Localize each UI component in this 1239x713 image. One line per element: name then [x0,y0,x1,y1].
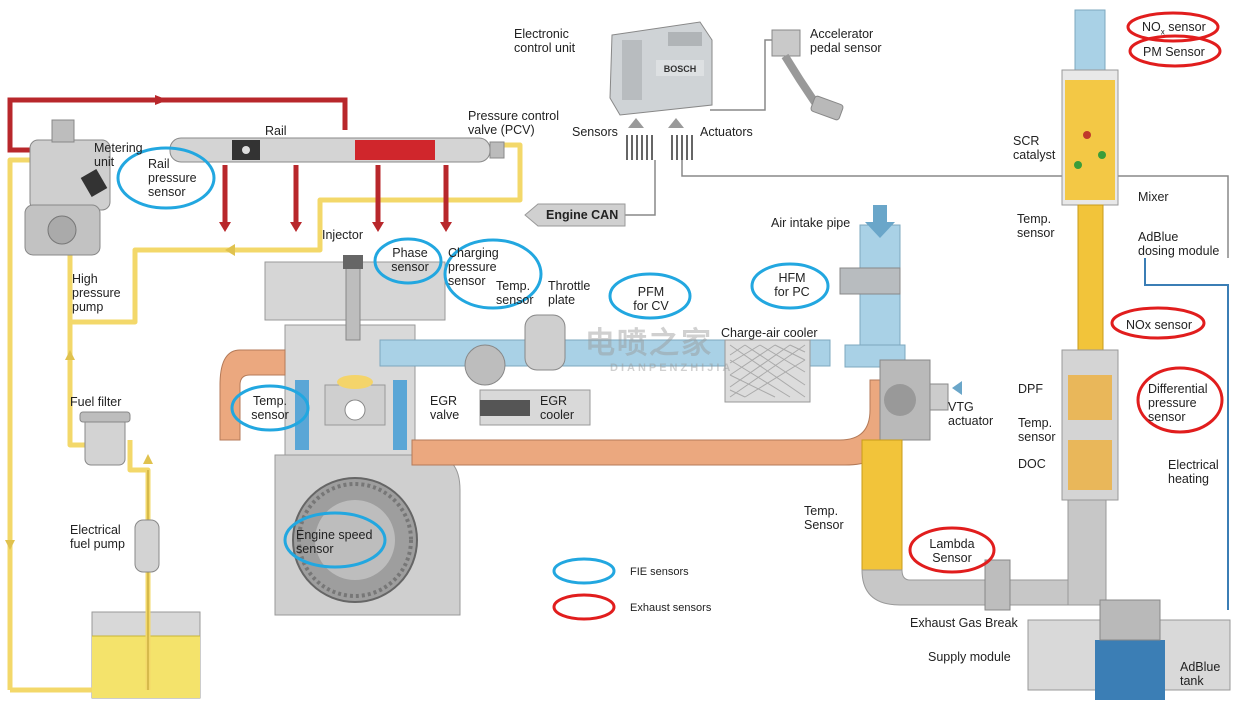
fie-circle-pfm [608,272,692,320]
can-wiring [625,39,1229,258]
label-vtg-actuator: VTG actuator [948,400,994,428]
label-temp-sensor-scr: Temp. sensor [1017,212,1055,240]
exhaust-circle-nox-top [1126,11,1220,43]
fie-circle-engine-speed [283,511,387,569]
label-high-pressure-pump: High pressure pump [72,272,121,314]
label-engine-speed-sensor: Engine speed sensor [296,528,373,556]
fie-circle-phase [373,237,443,285]
fie-circle-hfm [750,262,830,310]
exhaust-circle-differential [1136,366,1224,434]
fie-sensor-circles [116,146,830,569]
label-mixer: Mixer [1138,190,1169,204]
label-pfm: PFM for CV [633,285,669,313]
label-electrical-fuel-pump: Electrical fuel pump [70,523,125,551]
legend-fie-swatch [552,557,616,585]
watermark-en: DIANPENZHIJIA [610,362,734,374]
engine-can-arrow [524,203,626,227]
label-dpf: DPF [1018,382,1043,396]
adblue-tank-icon [1027,599,1231,700]
flow-arrows [155,95,452,232]
label-hfm: HFM for PC [774,271,810,299]
ecu-brand: BOSCH [664,64,697,74]
fuel-pump-icon [134,519,160,573]
exhaust-sensor-circles [908,11,1224,574]
label-injector: Injector [322,228,363,242]
ecu-connectors [626,118,693,160]
label-adblue-tank: AdBlue tank [1180,660,1221,688]
label-egr-cooler: EGR cooler [540,394,575,422]
turbocharger-icon [879,359,962,441]
label-rail-pressure-sensor: Rail pressure sensor [148,157,197,199]
bosch-ecu-icon: BOSCH [609,21,713,116]
label-temp-sensor-dpf: Temp. sensor [1018,416,1056,444]
exhaust-circle-nox-mid [1110,306,1206,340]
label-sensors: Sensors [572,125,618,139]
exhaust-downpipe [861,439,1107,611]
watermark-logo: 电喷之家 [585,318,713,362]
label-metering-unit: Metering unit [94,141,143,169]
injector-icon [343,255,363,341]
label-actuators: Actuators [700,125,753,139]
label-egr-valve: EGR valve [430,394,460,422]
legend-exhaust-label: Exhaust sensors [630,602,712,614]
label-charge-air-cooler: Charge-air cooler [721,326,818,340]
fie-circle-temp-engine [230,384,310,432]
accelerator-pedal-icon [771,29,844,121]
label-pm-sensor: PM Sensor [1143,45,1205,59]
charge-air-cooler [724,339,811,403]
aftertreatment-column [1061,9,1119,501]
common-rail [169,137,505,163]
label-nox-sensor-top: NOx sensor [1142,20,1206,37]
label-exhaust-gas-break: Exhaust Gas Break [910,616,1018,630]
label-engine-can: Engine CAN [546,208,619,222]
label-supply-module: Supply module [928,650,1011,664]
legend-exhaust-swatch [552,593,616,621]
label-pcv: Pressure control valve (PCV) [468,109,560,137]
exhaust-circle-lambda [908,526,996,574]
adblue-line [1144,258,1229,610]
label-charging-pressure-sensor: Charging pressure sensor [448,246,499,288]
high-pressure-lines [7,97,449,225]
watermark-cn: 电喷之家 [585,327,713,360]
low-pressure-arrows [5,244,235,550]
label-air-intake-pipe: Air intake pipe [771,216,851,230]
label-phase-sensor: Phase sensor [391,246,429,274]
fuel-filter-icon [79,411,131,466]
label-temp-sensor-intake: Temp. sensor [496,279,534,307]
label-electrical-heating: Electrical heating [1168,458,1219,486]
legend-fie-label: FIE sensors [630,566,689,578]
label-doc: DOC [1018,457,1046,471]
label-temp-sensor-engine: Temp. sensor [251,394,289,422]
label-rail: Rail [265,124,287,138]
label-adblue-dosing: AdBlue dosing module [1138,230,1220,258]
fie-circle-rail [116,146,216,210]
fie-circle-charging [443,238,543,310]
label-ecu: Electronic control unit [514,27,576,55]
egr-cooler [464,314,591,426]
label-scr-catalyst: SCR catalyst [1013,134,1056,162]
label-differential-pressure: Differential pressure sensor [1148,382,1208,424]
label-fuel-filter: Fuel filter [70,395,122,409]
label-accelerator: Accelerator pedal sensor [810,27,882,55]
label-throttle-plate: Throttle plate [548,279,591,307]
exhaust-circle-pm [1128,34,1222,68]
legend [552,557,616,621]
label-lambda-sensor: Lambda Sensor [929,537,975,565]
high-pressure-pump [24,119,111,256]
label-nox-sensor-mid: NOx sensor [1126,318,1192,332]
label-temp-sensor-turbo: Temp. Sensor [804,504,844,532]
